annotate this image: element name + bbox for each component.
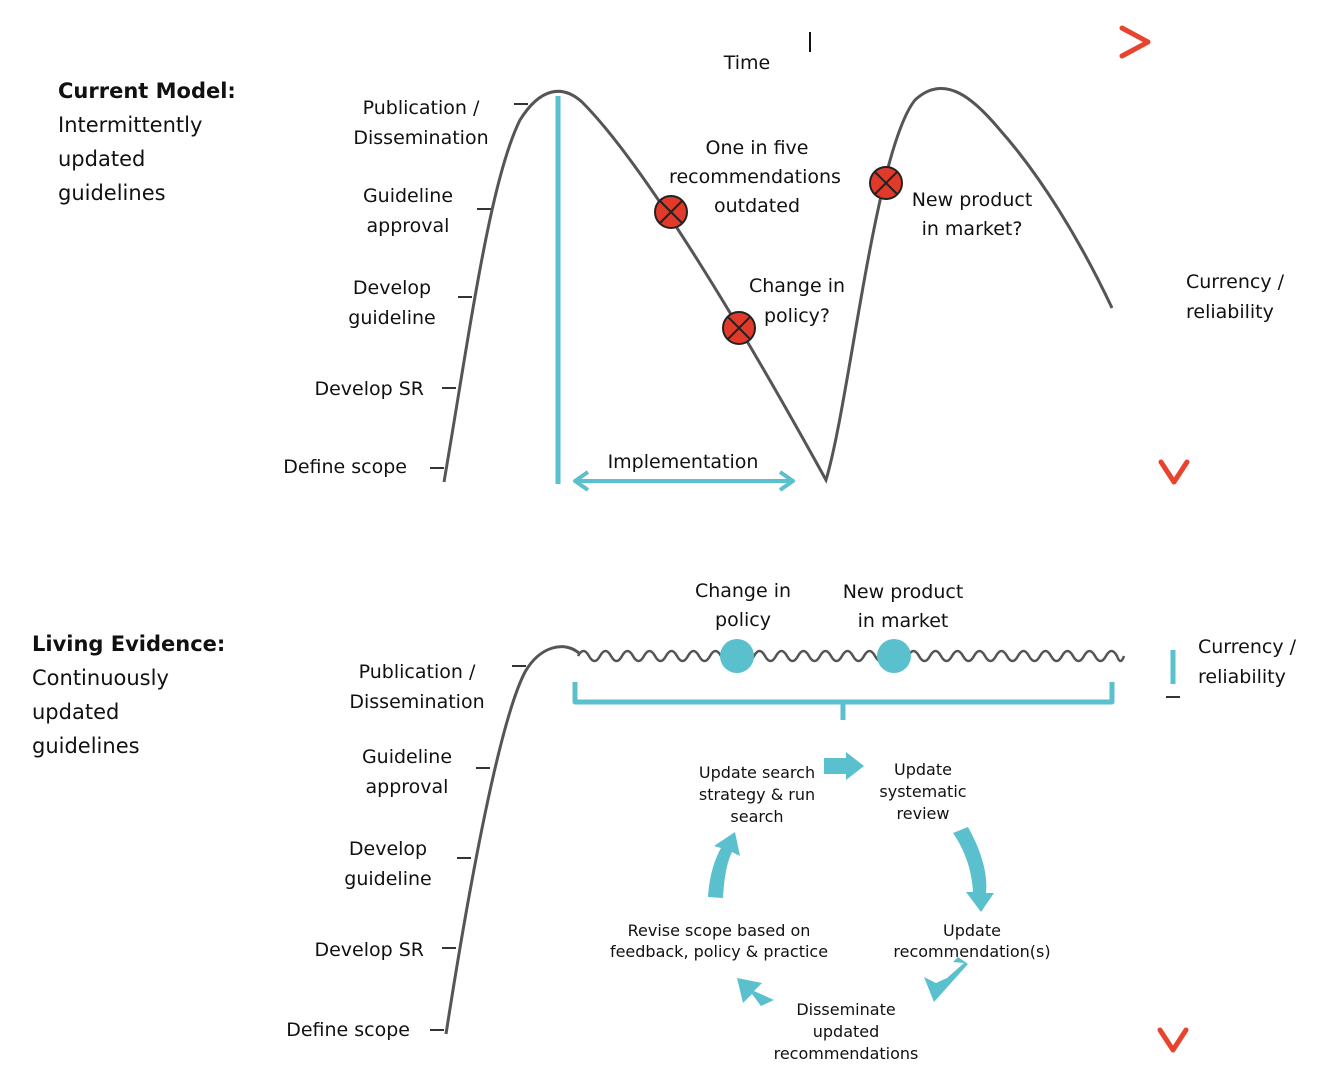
cycle-step-search: Update search strategy & run search [699,763,815,826]
current-model-stage-labels: Publication / Dissemination Guideline ap… [283,97,528,478]
currency-arrow-top [1158,84,1190,485]
event-product-line-1: New product [843,581,964,603]
annotation-outdated-line-3: outdated [714,195,800,217]
cycle-arrow-revise-to-search [708,832,740,898]
event-label-product: New product in market [843,581,964,632]
le-stage-label-approval: approval [366,776,449,798]
annotation-product-line-2: in market? [922,218,1023,240]
cycle-arrow-review-to-recommendations [953,827,994,912]
cycle-disseminate-line-3: recommendations [774,1044,919,1063]
annotation-product: New product in market? [912,189,1033,240]
le-stage-label-develop-sr: Develop SR [314,939,424,961]
living-evidence-subtitle-2: updated [32,700,119,724]
time-arrow [430,25,1151,59]
cycle-review-line-1: Update [894,760,952,779]
cycle-revise-line-1: Revise scope based on [628,921,811,940]
cycle-recommendations-line-2: recommendation(s) [893,942,1050,961]
living-evidence-stage-labels: Publication / Dissemination Guideline ap… [286,661,526,1041]
cycle-arrows [708,752,994,1006]
annotation-outdated: One in five recommendations outdated [669,137,841,217]
le-stage-label-dissemination: Dissemination [349,691,484,713]
product-event-dot [877,639,911,673]
cycle-arrow-recommendations-to-disseminate [924,957,968,1002]
policy-event-dot [720,639,754,673]
product-marker-icon [869,166,903,200]
stage-label-dissemination: Dissemination [353,127,488,149]
policy-marker-icon [722,311,756,345]
cycle-recommendations-line-1: Update [943,921,1001,940]
current-model-subtitle-2: updated [58,147,145,171]
stage-label-define-scope: Define scope [283,456,407,478]
event-policy-line-2: policy [715,609,771,631]
time-label: Time [723,52,771,74]
cycle-step-revise: Revise scope based on feedback, policy &… [610,921,828,961]
cycle-disseminate-line-2: updated [813,1022,880,1041]
cycle-search-line-2: strategy & run [699,785,815,804]
outdated-marker-icon [654,195,688,229]
cycle-arrow-search-to-review [824,752,864,780]
currency-arrow-bottom [1157,650,1189,1053]
cycle-disseminate-line-1: Disseminate [796,1000,895,1019]
stage-label-approval: approval [367,215,450,237]
cycle-review-line-3: review [897,804,950,823]
stage-label-publication: Publication / [363,97,480,119]
cycle-step-disseminate: Disseminate updated recommendations [774,1000,919,1063]
stage-label-develop-sr: Develop SR [314,378,424,400]
le-stage-label-publication: Publication / [359,661,476,683]
le-stage-label-develop: Develop [349,838,427,860]
cycle-search-line-1: Update search [699,763,815,782]
living-evidence-subtitle-3: guidelines [32,734,140,758]
stage-label-guideline: Guideline [363,185,453,207]
stage-label-develop: Develop [353,277,431,299]
cycle-revise-line-2: feedback, policy & practice [610,942,828,961]
annotation-policy-line-2: policy? [764,305,830,327]
implementation-arrow [573,470,795,492]
le-stage-label-develop-guideline: guideline [344,868,431,890]
living-evidence-bracket [572,682,1115,720]
cycle-review-line-2: systematic [879,782,966,801]
cycle-step-review: Update systematic review [879,760,966,823]
currency-label-bottom-1: Currency / [1198,636,1297,658]
current-model-curve [442,87,1114,484]
event-label-policy: Change in policy [695,580,791,631]
le-stage-label-guideline: Guideline [362,746,452,768]
currency-label-top-1: Currency / [1186,271,1285,293]
current-model-subtitle-1: Intermittently [58,113,202,137]
living-evidence-wavy-line [576,649,1126,663]
currency-label-top-2: reliability [1186,301,1274,323]
stage-label-develop-guideline: guideline [348,307,435,329]
annotation-outdated-line-2: recommendations [669,166,841,188]
cycle-step-recommendations: Update recommendation(s) [893,921,1050,961]
implementation-label: Implementation [608,451,759,473]
living-evidence-heading: Living Evidence: Continuously updated gu… [32,632,225,758]
living-evidence-subtitle-1: Continuously [32,666,169,690]
current-model-subtitle-3: guidelines [58,181,166,205]
cycle-search-line-3: search [730,807,783,826]
annotation-outdated-line-1: One in five [706,137,809,159]
annotation-policy-line-1: Change in [749,275,845,297]
annotation-policy: Change in policy? [749,275,845,327]
current-model-title: Current Model: [58,79,236,103]
living-evidence-title: Living Evidence: [32,632,225,656]
current-model-heading: Current Model: Intermittently updated gu… [58,79,236,205]
currency-label-bottom-2: reliability [1198,666,1286,688]
cycle-arrow-disseminate-to-revise [737,978,774,1006]
living-evidence-rise-curve [444,645,582,1035]
event-policy-line-1: Change in [695,580,791,602]
le-stage-label-define-scope: Define scope [286,1019,410,1041]
annotation-product-line-1: New product [912,189,1033,211]
event-product-line-2: in market [858,610,949,632]
